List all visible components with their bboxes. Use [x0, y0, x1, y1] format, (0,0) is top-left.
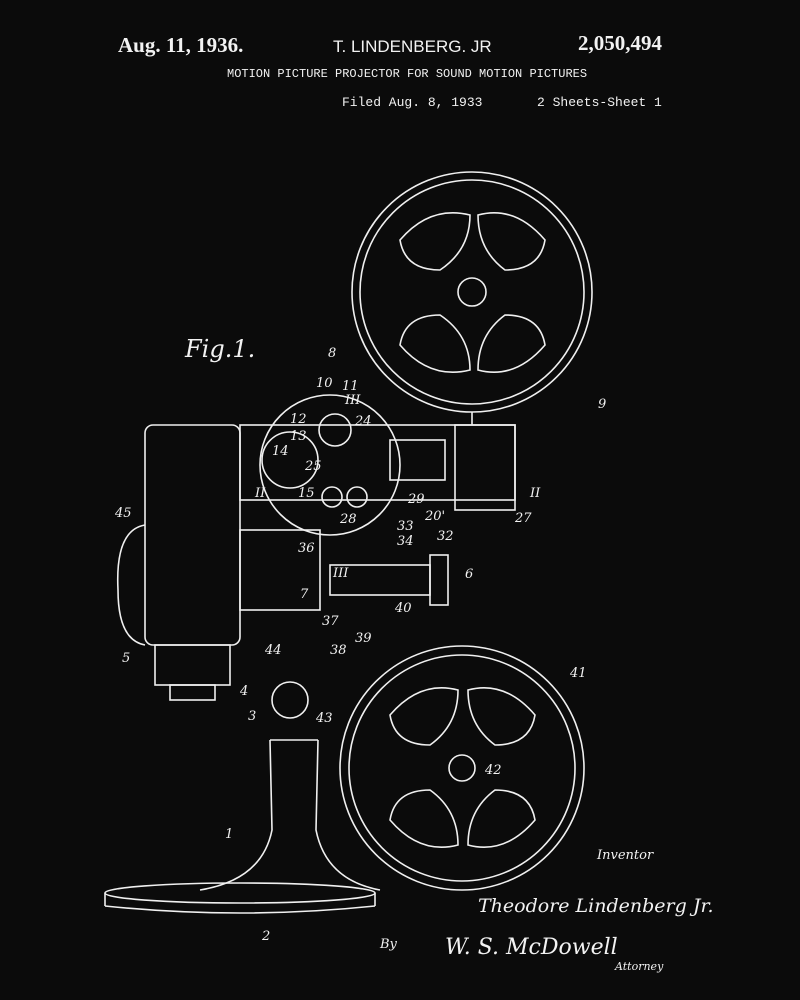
numeral-33: 33: [397, 519, 414, 534]
numeral-45: 45: [114, 506, 132, 521]
numeral-II-left: II: [254, 486, 266, 501]
projector-stand: [104, 681, 381, 914]
numeral-34: 34: [397, 534, 414, 549]
numeral-III: III: [344, 393, 361, 408]
numeral-4: 4: [239, 684, 248, 699]
numeral-44: 44: [264, 643, 282, 658]
numeral-13: 13: [290, 429, 307, 444]
numeral-6: 6: [465, 567, 473, 582]
numeral-9: 9: [598, 397, 606, 412]
numeral-15: 15: [298, 486, 315, 501]
numeral-39: 39: [355, 631, 372, 646]
numeral-40: 40: [394, 601, 412, 616]
numeral-41: 41: [569, 666, 587, 681]
patent-number: 2,050,494: [578, 31, 662, 55]
by-label: By: [380, 937, 397, 952]
numeral-24: 24: [354, 414, 372, 429]
numeral-1: 1: [225, 827, 233, 842]
numeral-20: 20': [424, 509, 445, 524]
inventor-label: Inventor: [597, 848, 654, 863]
numeral-25: 25: [304, 459, 322, 474]
numeral-2: 2: [261, 929, 270, 944]
figure-label: Fig.1.: [184, 335, 255, 363]
patent-title: MOTION PICTURE PROJECTOR FOR SOUND MOTIO…: [227, 67, 588, 81]
lower-reel: [339, 645, 585, 891]
numeral-38: 38: [330, 643, 347, 658]
numeral-36: 36: [298, 541, 315, 556]
sheet-info: 2 Sheets-Sheet 1: [537, 95, 662, 110]
numeral-7: 7: [300, 587, 309, 602]
numeral-32: 32: [437, 529, 454, 544]
filed-date: Filed Aug. 8, 1933: [342, 95, 483, 110]
inventor-header: T. LINDENBERG. JR: [333, 37, 492, 56]
attorney-label: Attorney: [615, 960, 664, 973]
numeral-8: 8: [328, 346, 336, 361]
numeral-5: 5: [122, 651, 130, 666]
numeral-11: 11: [342, 379, 359, 394]
numeral-III-lower: III: [332, 566, 349, 581]
patent-date: Aug. 11, 1936.: [118, 33, 244, 57]
numeral-12: 12: [290, 412, 307, 427]
upper-reel: [351, 171, 593, 413]
numeral-43: 43: [315, 711, 333, 726]
reference-numerals: 8 9 10 11 III 12 13 24 14 25 15 II II 29…: [114, 346, 606, 944]
numeral-14: 14: [272, 444, 289, 459]
numeral-10: 10: [316, 376, 333, 391]
projector-body: [116, 394, 516, 701]
inventor-signature: Theodore Lindenberg Jr.: [478, 895, 714, 917]
numeral-37: 37: [322, 614, 339, 629]
numeral-42: 42: [484, 763, 502, 778]
numeral-3: 3: [248, 709, 256, 724]
numeral-II-right: II: [529, 486, 541, 501]
attorney-signature: W. S. McDowell: [445, 935, 618, 960]
numeral-28: 28: [339, 512, 357, 527]
numeral-27: 27: [514, 511, 532, 526]
numeral-29: 29: [407, 492, 425, 507]
